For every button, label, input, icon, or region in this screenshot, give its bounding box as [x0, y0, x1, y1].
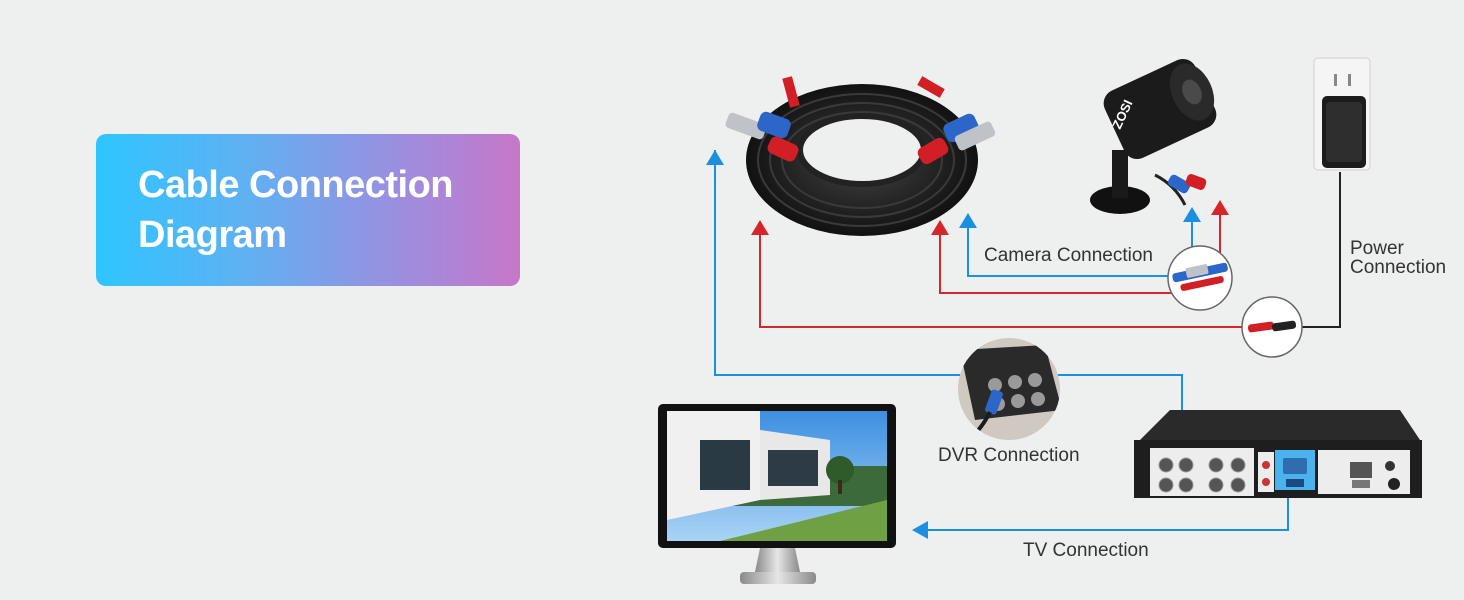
tv-monitor-image: [658, 404, 896, 584]
cctv-camera-image: ZOSI: [1090, 58, 1217, 214]
title-card: Cable Connection Diagram: [96, 134, 520, 286]
dvr-connection-label: DVR Connection: [938, 445, 1080, 466]
title-line-2: Diagram: [138, 214, 287, 256]
title-line-1: Cable Connection: [138, 164, 454, 206]
tv-connection-label: TV Connection: [1023, 540, 1149, 561]
camera-connection-label: Camera Connection: [984, 245, 1153, 266]
power-connector-zoom: [1241, 296, 1303, 358]
power-connection-label-line-2: Connection: [1350, 257, 1447, 278]
bnc-connector-zoom: [1167, 245, 1233, 311]
power-adapter-image: [1313, 57, 1371, 171]
dvr-recorder-image: [1134, 410, 1422, 498]
power-connection-label-line-1: Power: [1350, 238, 1404, 259]
dvr-port-zoom: [958, 338, 1060, 440]
bnc-cable-coil-image: [725, 76, 996, 236]
